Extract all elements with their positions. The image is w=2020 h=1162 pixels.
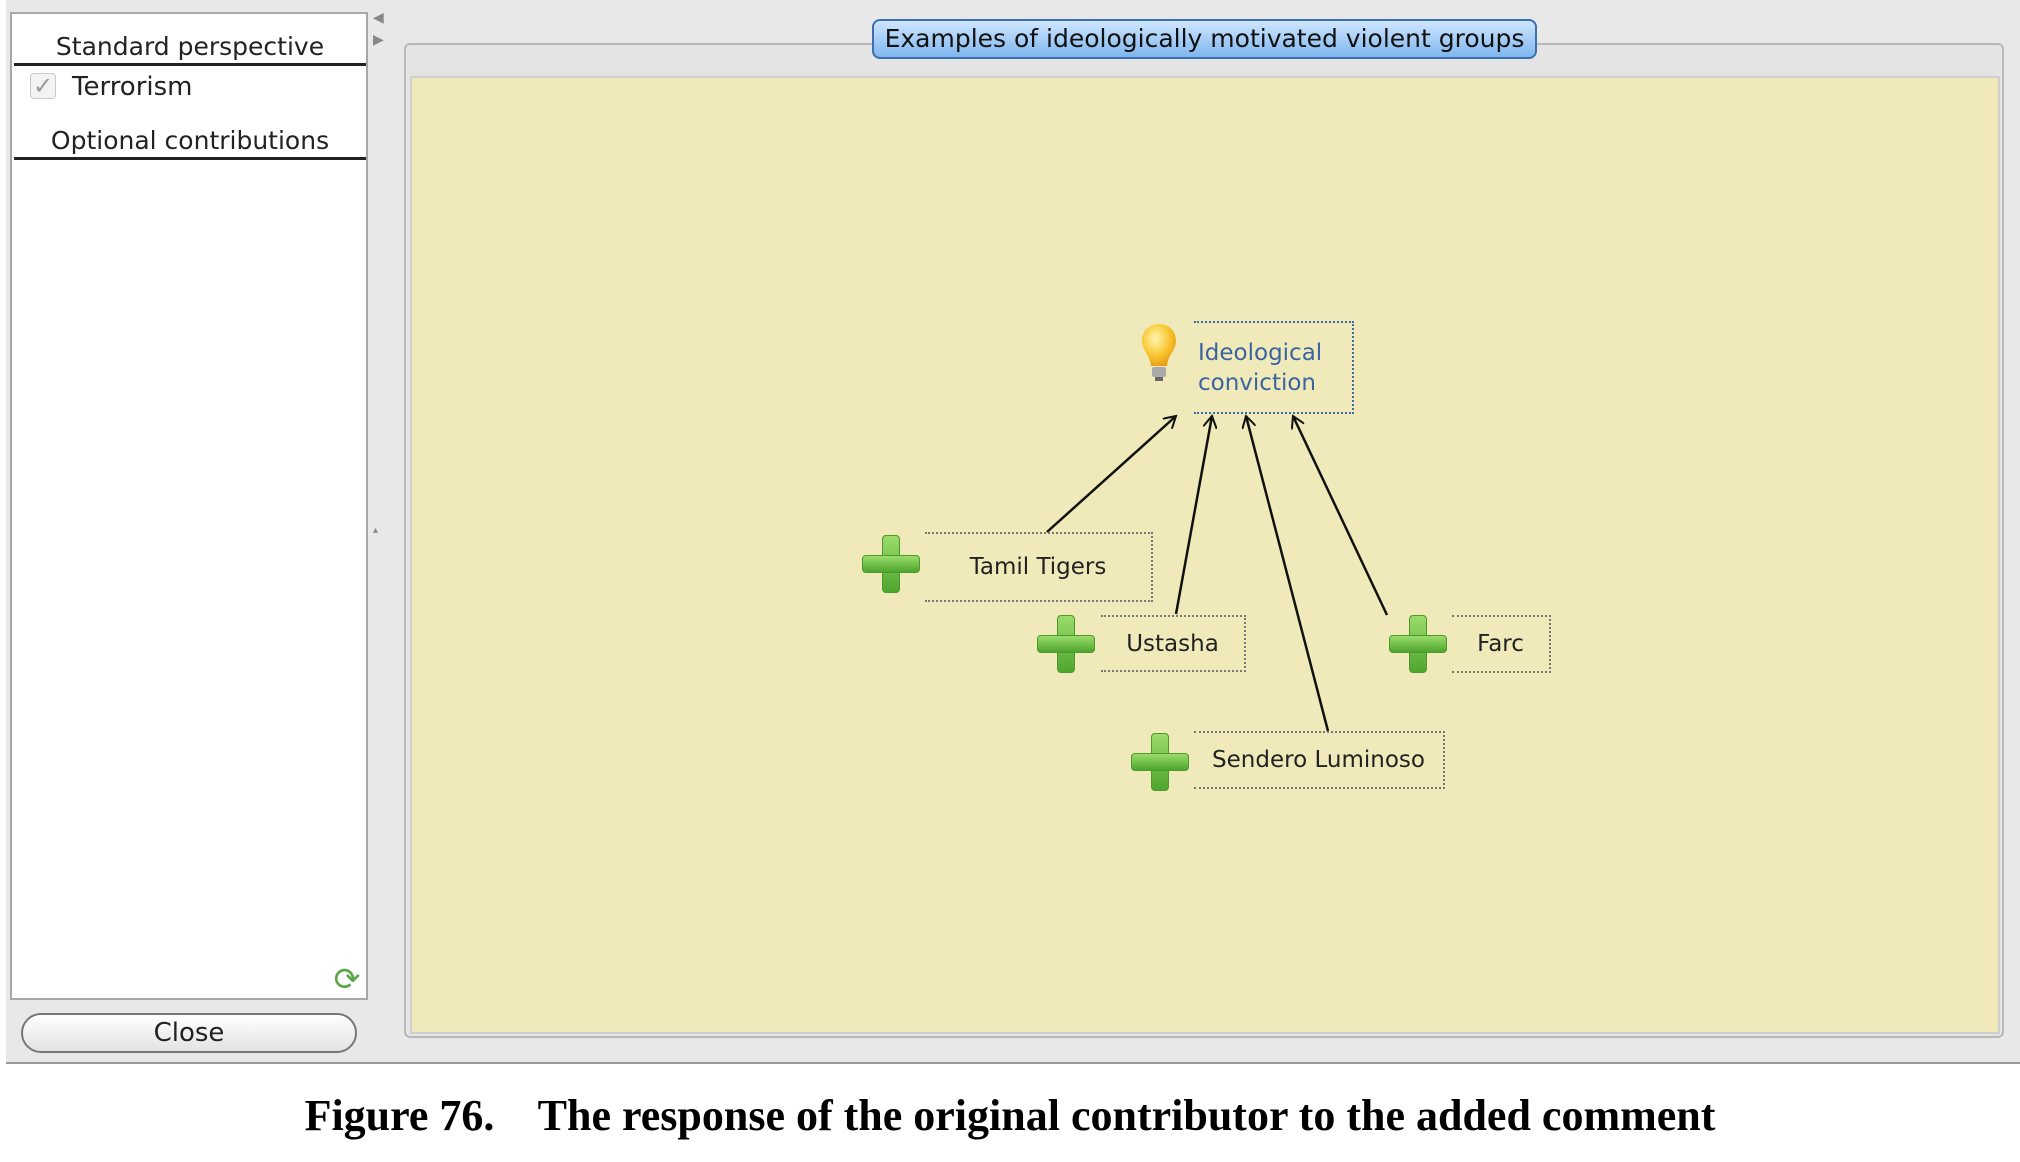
arrow-ustasha — [1174, 416, 1212, 615]
optional-contributions-heading: Optional contributions — [14, 126, 366, 160]
tab-title[interactable]: Examples of ideologically motivated viol… — [872, 19, 1537, 59]
group-node-ustasha[interactable]: Ustasha — [1101, 615, 1246, 672]
plus-icon[interactable] — [862, 535, 920, 593]
plus-icon[interactable] — [1131, 733, 1189, 791]
standard-perspective-heading: Standard perspective — [14, 32, 366, 66]
terrorism-label[interactable]: Terrorism — [72, 72, 193, 102]
caption-number: Figure 76. — [304, 1091, 495, 1140]
figure-caption: Figure 76. The response of the original … — [0, 1090, 2020, 1141]
lightbulb-icon — [1142, 324, 1176, 381]
concept-line-1: Ideological — [1198, 339, 1323, 366]
sidebar-panel: Standard perspective ✓ Terrorism Optiona… — [10, 12, 368, 1000]
arrow-tamil-tigers — [1046, 416, 1176, 533]
close-button[interactable]: Close — [21, 1013, 357, 1053]
collapse-left-icon[interactable]: ◀ — [373, 10, 384, 26]
caption-text: The response of the original contributor… — [537, 1091, 1716, 1140]
terrorism-checkbox[interactable]: ✓ — [30, 73, 56, 99]
concept-line-2: conviction — [1198, 369, 1316, 396]
arrow-sendero-luminoso — [1246, 416, 1330, 732]
diagram-canvas[interactable] — [410, 76, 2000, 1034]
concept-node-ideological-conviction[interactable]: Ideological conviction — [1194, 321, 1354, 414]
expand-right-icon[interactable]: ▶ — [373, 32, 384, 48]
group-node-tamil-tigers[interactable]: Tamil Tigers — [925, 532, 1153, 602]
plus-icon[interactable] — [1037, 615, 1095, 673]
group-node-sendero-luminoso[interactable]: Sendero Luminoso — [1194, 731, 1445, 789]
refresh-icon[interactable]: ⟳ — [333, 960, 361, 998]
splitter-handle[interactable]: ▴ — [373, 525, 379, 536]
arrow-farc — [1293, 416, 1389, 616]
plus-icon[interactable] — [1389, 615, 1447, 673]
group-node-farc[interactable]: Farc — [1452, 615, 1551, 673]
